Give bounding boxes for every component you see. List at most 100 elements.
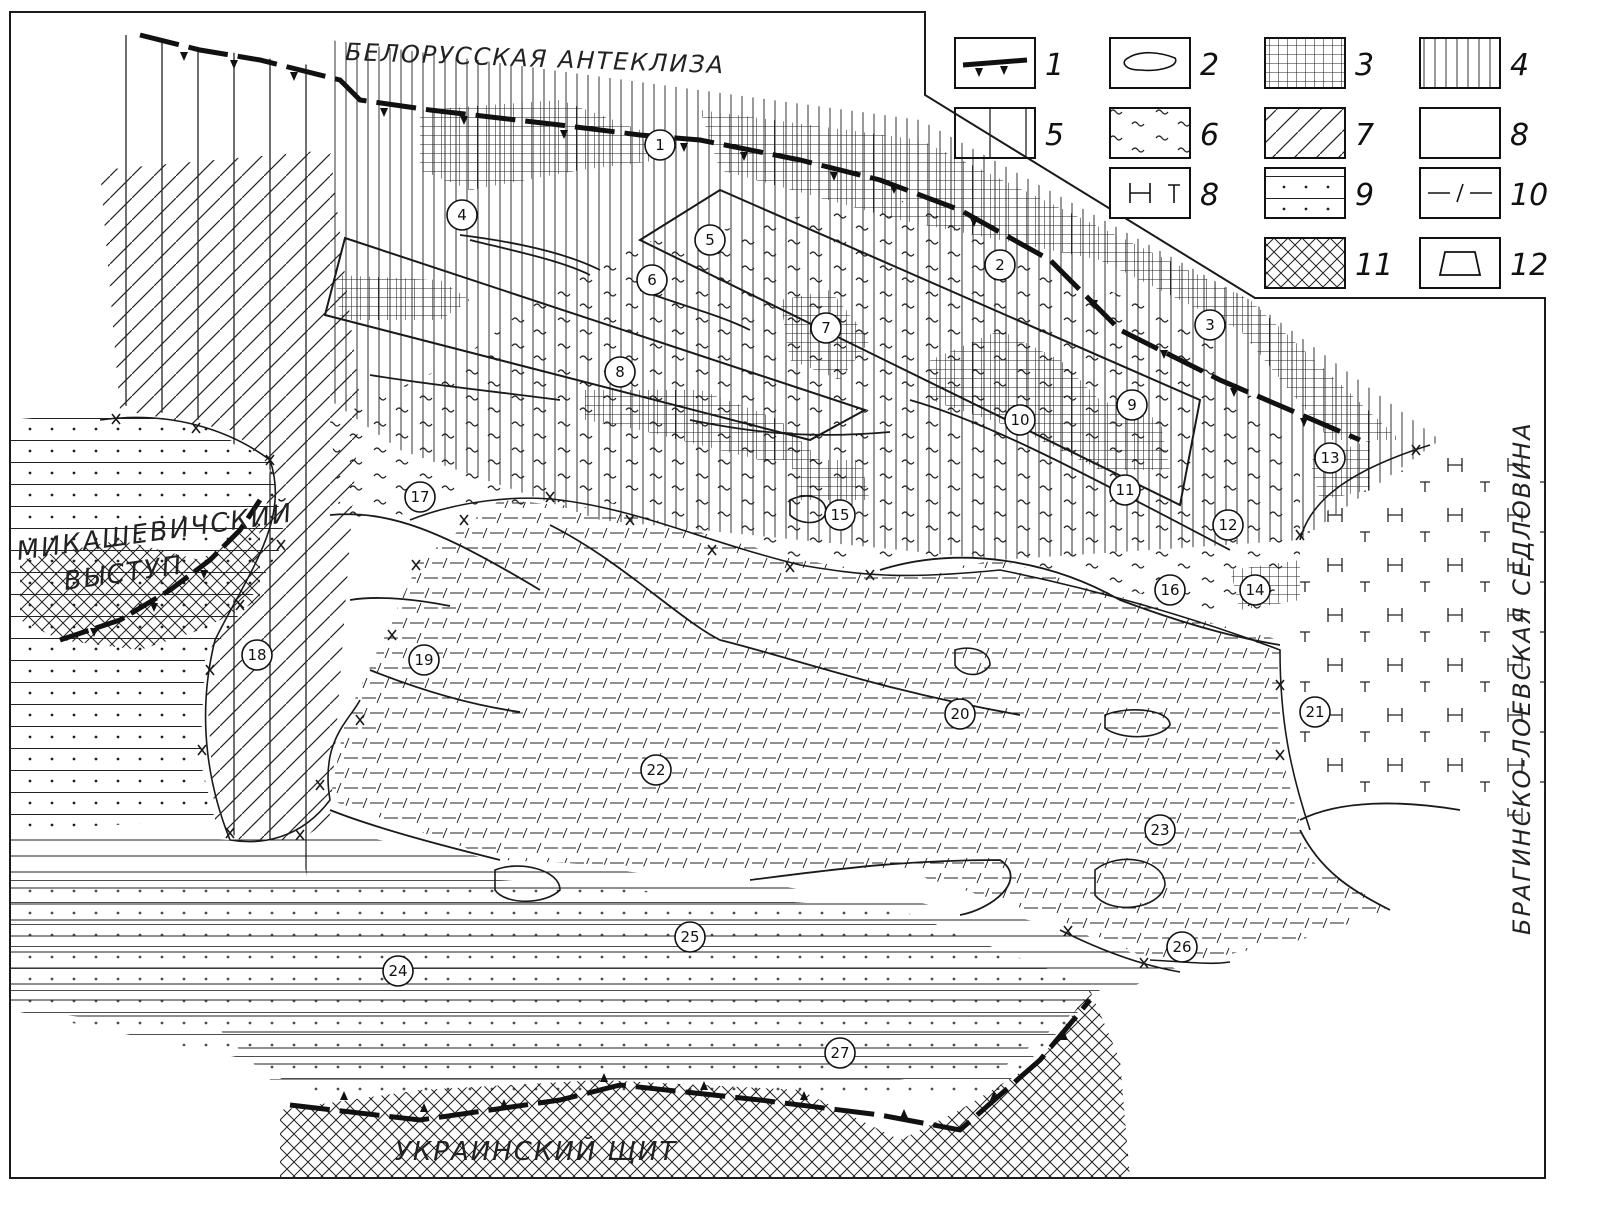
zone-grid-4 (585, 390, 820, 460)
legend-item-8: 8 (1419, 107, 1529, 159)
legend-item-10: 10 (1419, 167, 1548, 219)
zone-marker-circle (1154, 574, 1186, 606)
zone-marker-label: 1 (655, 136, 665, 154)
legend-item-4: 4 (1419, 37, 1529, 89)
zone-marker-circle (1239, 574, 1271, 606)
zone-grid-3 (335, 275, 470, 320)
zone-marker-circle (1004, 404, 1036, 436)
zone-grid-1 (420, 100, 660, 190)
wavy-boundaries (329, 234, 1461, 916)
zone-marker-circle (1116, 389, 1148, 421)
zone-marker-label: 8 (615, 363, 625, 381)
zone-marker-circle (944, 698, 976, 730)
legend-item-6: 6 (1109, 107, 1219, 159)
legend-item-12: 12 (1419, 237, 1548, 289)
zone-grid-2 (700, 110, 1400, 440)
zone-dash-slash (330, 500, 1390, 960)
zone-marker-label: 13 (1320, 449, 1339, 467)
zone-marker-label: 12 (1218, 516, 1237, 534)
zone-marker-label: 9 (1127, 396, 1137, 414)
x-marks (111, 413, 1421, 969)
zone-ht-symbols (1290, 450, 1545, 830)
legend-label-8b: 8 (1200, 178, 1219, 213)
legend: 1 2 3 4 5 6 7 8 8 9 10 11 12 (954, 37, 1548, 289)
zone-cross-mikashevichi (20, 520, 260, 650)
zone-marker-label: 22 (646, 761, 665, 779)
zone-marker-circle (1144, 814, 1176, 846)
zone-marker-label: 24 (388, 962, 407, 980)
legend-label-5: 5 (1045, 118, 1064, 153)
zone-marker-label: 19 (414, 651, 433, 669)
zone-marker-circle (604, 356, 636, 388)
legend-label-10: 10 (1510, 178, 1548, 213)
zone-marker-circle (1109, 474, 1141, 506)
zone-marker-label: 17 (410, 488, 429, 506)
zone-marker-circle (636, 264, 668, 296)
legend-label-8: 8 (1510, 118, 1529, 153)
zone-marker-label: 26 (1172, 938, 1191, 956)
zone-marker-circle (694, 224, 726, 256)
zone-grid-5 (930, 330, 1170, 470)
zone-marker-circle (810, 312, 842, 344)
zone-marker-label: 6 (647, 271, 657, 289)
legend-item-2: 2 (1109, 37, 1219, 89)
zone-marker-label: 23 (1150, 821, 1169, 839)
zone-wavy (330, 200, 1300, 620)
block-outlines (323, 188, 1202, 507)
zone-marker-label: 5 (705, 231, 715, 249)
legend-item-1: 1 (954, 37, 1064, 89)
zone-marker-label: 21 (1305, 703, 1324, 721)
zone-marker-circle (1212, 509, 1244, 541)
legend-label-1: 1 (1045, 48, 1064, 83)
fault-lines (59, 32, 1361, 1133)
zone-marker-label: 3 (1205, 316, 1215, 334)
label-braginsko: БРАГИНСКО-ЛОЕВСКАЯ СЕДЛОВИНА (1508, 421, 1536, 935)
zone-marker-circle (674, 921, 706, 953)
zone-diagonal (100, 150, 360, 840)
legend-item-5: 5 (954, 107, 1064, 159)
label-ukrainsky: УКРАИНСКИЙ ЩИТ (395, 1135, 677, 1167)
legend-label-11: 11 (1355, 248, 1393, 283)
zone-marker-label: 7 (821, 319, 831, 337)
legend-label-2: 2 (1200, 48, 1219, 83)
zone-marker-circle (446, 199, 478, 231)
zone-marker-circle (644, 129, 676, 161)
zone-marker-label: 18 (247, 646, 266, 664)
starred-boundaries (99, 416, 1431, 973)
zone-marker-label: 14 (1245, 581, 1264, 599)
zone-marker-label: 10 (1010, 411, 1029, 429)
zone-marker-circle (404, 481, 436, 513)
legend-label-12: 12 (1510, 248, 1548, 283)
zone-marker-label: 25 (680, 928, 699, 946)
zone-marker-circle (382, 955, 414, 987)
zone-marker-label: 2 (995, 256, 1005, 274)
zone-marker-label: 16 (1160, 581, 1179, 599)
zone-grid-7 (790, 460, 870, 500)
zone-marker-label: 27 (830, 1044, 849, 1062)
zone-marker-circle (640, 754, 672, 786)
zone-marker-circle (1166, 931, 1198, 963)
zone-marker-label: 15 (830, 506, 849, 524)
map-frame (9, 11, 1546, 1179)
legend-label-3: 3 (1355, 48, 1374, 83)
zone-marker-label: 20 (950, 705, 969, 723)
legend-label-9: 9 (1355, 178, 1374, 213)
zone-marker-circle (824, 1037, 856, 1069)
zone-marker-label: 11 (1115, 481, 1134, 499)
zone-marker-circle (241, 639, 273, 671)
zone-marker-circle (1299, 696, 1331, 728)
legend-item-9: 9 (1264, 167, 1374, 219)
legend-item-3: 3 (1264, 37, 1374, 89)
legend-label-4: 4 (1510, 48, 1529, 83)
fault-teeth (90, 52, 1308, 1118)
legend-item-11: 11 (1264, 237, 1393, 289)
legend-label-7: 7 (1355, 118, 1374, 153)
zone-cross-ukrainian (280, 990, 1130, 1178)
zone-marker-circle (1194, 309, 1226, 341)
zone-marker-circle (408, 644, 440, 676)
zone-marker-circle (1314, 442, 1346, 474)
zone-marker-label: 4 (457, 206, 467, 224)
legend-item-7: 7 (1264, 107, 1374, 159)
